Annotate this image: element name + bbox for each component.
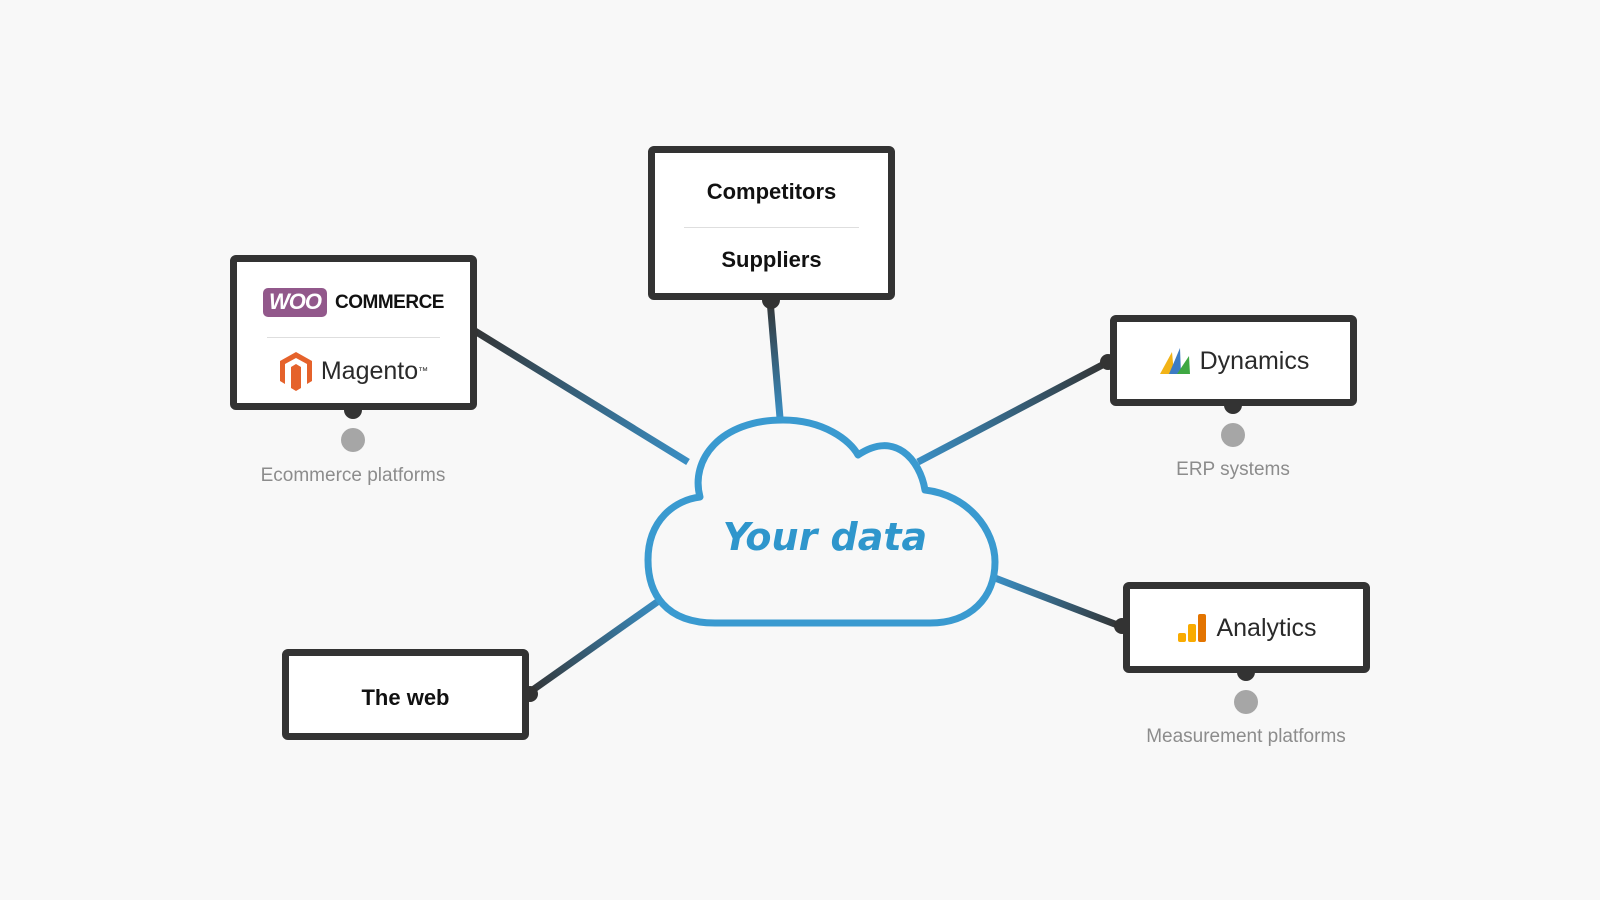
analytics-logo: Analytics — [1130, 613, 1363, 643]
divider — [267, 337, 440, 338]
trademark-mark: ™ — [418, 365, 429, 377]
caption-marker — [1234, 690, 1258, 714]
caption-marker — [1221, 423, 1245, 447]
connector-ecommerce — [468, 325, 690, 465]
connector-analytics — [993, 574, 1122, 630]
divider — [684, 227, 859, 228]
competitors-suppliers-box: Competitors Suppliers — [648, 146, 895, 300]
magento-logo-icon — [279, 352, 312, 391]
the-web-label: The web — [361, 685, 450, 710]
connector-web — [524, 597, 663, 697]
suppliers-label: Suppliers — [721, 247, 822, 272]
cloud-icon — [644, 416, 999, 627]
dynamics-text: Dynamics — [1199, 346, 1310, 375]
analytics-text: Analytics — [1216, 613, 1317, 642]
the-web-box: The web — [282, 649, 529, 740]
woocommerce-logo: WOO COMMERCE — [237, 288, 470, 317]
center-label: Your data — [722, 515, 928, 559]
analytics-logo-icon — [1178, 614, 1207, 642]
connector-competitors — [766, 299, 784, 419]
dynamics-logo-icon — [1159, 348, 1190, 374]
analytics-box: Analytics — [1123, 582, 1370, 673]
measurement-caption: Measurement platforms — [1146, 726, 1346, 747]
magento-text: Magento — [320, 356, 419, 385]
dynamics-logo: Dynamics — [1117, 346, 1350, 376]
caption-marker — [341, 428, 365, 452]
commerce-text: COMMERCE — [335, 291, 444, 313]
ecommerce-caption: Ecommerce platforms — [260, 465, 446, 486]
woo-badge: WOO — [263, 288, 328, 317]
erp-caption: ERP systems — [1176, 459, 1290, 480]
dynamics-box: Dynamics — [1110, 315, 1357, 406]
connector-erp — [916, 358, 1110, 466]
competitors-label: Competitors — [706, 179, 837, 204]
